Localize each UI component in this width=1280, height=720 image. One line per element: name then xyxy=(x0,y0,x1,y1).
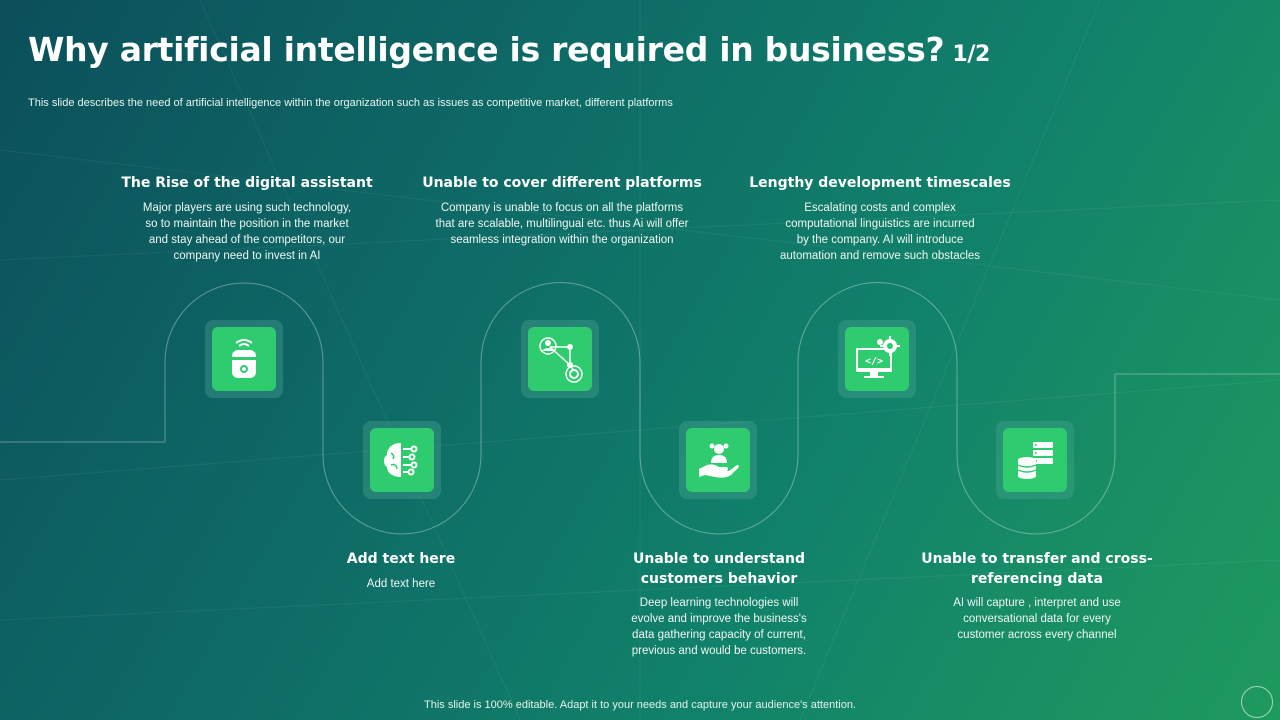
item-description: AI will capture , interpret and use conv… xyxy=(953,597,1121,641)
item-description: Company is unable to focus on all the pl… xyxy=(435,201,689,246)
tile-customer-behavior xyxy=(679,421,757,499)
page-title: Why artificial intelligence is required … xyxy=(28,30,990,69)
svg-text:</>: </> xyxy=(865,356,883,367)
item-data-transfer: Unable to transfer and cross- referencin… xyxy=(897,550,1177,643)
corner-circle-decoration xyxy=(1241,686,1273,718)
item-description: Add text here xyxy=(366,577,436,590)
item-heading: Unable to understand customers behavior xyxy=(633,551,805,587)
item-heading: Unable to transfer and cross- referencin… xyxy=(921,551,1153,587)
item-customer-behavior: Unable to understand customers behavior … xyxy=(579,550,859,659)
smart-speaker-icon xyxy=(212,327,276,391)
item-digital-assistant: The Rise of the digital assistant Major … xyxy=(107,174,387,264)
item-heading: Lengthy development timescales xyxy=(749,175,1011,191)
code-development-icon: </> xyxy=(845,327,909,391)
tile-different-platforms xyxy=(521,320,599,398)
tile-development-timescales: </> xyxy=(838,320,916,398)
timeline-path xyxy=(0,282,1280,535)
data-transfer-icon xyxy=(1003,428,1067,492)
item-description: Major players are using such technology,… xyxy=(142,201,352,262)
ai-brain-icon xyxy=(370,428,434,492)
page-indicator: 1/2 xyxy=(952,42,991,67)
tile-digital-assistant xyxy=(205,320,283,398)
item-heading: Add text here xyxy=(346,551,456,567)
item-different-platforms: Unable to cover different platforms Comp… xyxy=(422,174,702,248)
item-heading: Unable to cover different platforms xyxy=(422,175,702,191)
tile-data-transfer xyxy=(996,421,1074,499)
item-heading: The Rise of the digital assistant xyxy=(121,175,373,191)
tile-add-text xyxy=(363,421,441,499)
hand-customer-icon xyxy=(686,428,750,492)
slide-subtitle: This slide describes the need of artific… xyxy=(28,97,673,109)
item-development-timescales: Lengthy development timescales Escalatin… xyxy=(740,174,1020,264)
item-description: Escalating costs and complex computation… xyxy=(779,201,981,262)
network-integration-icon xyxy=(528,327,592,391)
item-description: Deep learning technologies will evolve a… xyxy=(631,597,807,657)
item-add-text: Add text here Add text here xyxy=(261,550,541,592)
slide-footer: This slide is 100% editable. Adapt it to… xyxy=(424,699,856,711)
title-text: Why artificial intelligence is required … xyxy=(28,30,945,69)
